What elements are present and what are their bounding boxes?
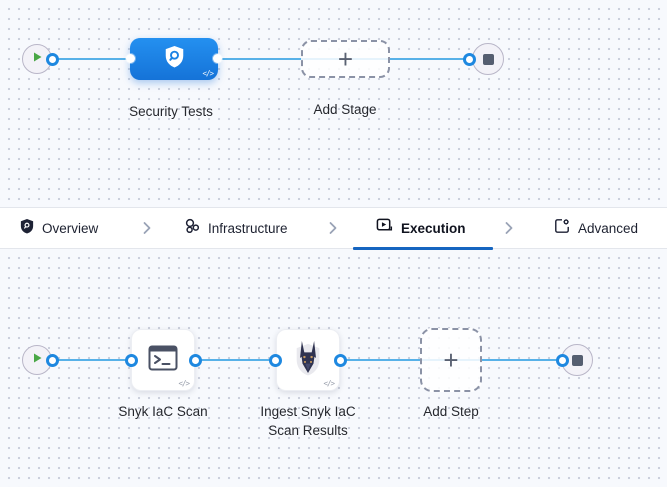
play-icon bbox=[31, 351, 43, 369]
code-icon: </> bbox=[202, 69, 214, 78]
tab-advanced-label: Advanced bbox=[578, 220, 639, 236]
tab-overview-label: Overview bbox=[42, 220, 99, 236]
step-node-snyk-iac-scan[interactable]: </> bbox=[131, 329, 195, 391]
shield-icon bbox=[20, 218, 34, 239]
tab-execution-label: Execution bbox=[401, 220, 466, 236]
infrastructure-icon bbox=[184, 218, 200, 239]
execution-play-icon bbox=[376, 217, 393, 239]
tab-advanced[interactable]: Advanced bbox=[554, 208, 638, 248]
tab-overview[interactable]: Overview bbox=[20, 208, 98, 248]
tab-execution[interactable]: Execution bbox=[376, 208, 466, 248]
tab-infrastructure[interactable]: Infrastructure bbox=[184, 208, 288, 248]
shield-scan-icon bbox=[164, 45, 185, 73]
snyk-dog-icon bbox=[292, 339, 324, 382]
tab-infrastructure-label: Infrastructure bbox=[208, 220, 288, 236]
step2-right-port bbox=[334, 354, 347, 367]
chevron-right-icon bbox=[142, 208, 152, 248]
template-gear-icon bbox=[554, 218, 570, 239]
step1-label: Snyk IaC Scan bbox=[118, 404, 208, 419]
chevron-right-icon bbox=[504, 208, 514, 248]
step-end-node bbox=[561, 344, 593, 376]
stage-config-tabbar: Overview Infrastructure bbox=[0, 207, 667, 250]
plus-icon: + bbox=[443, 345, 459, 375]
stage-start-port bbox=[46, 53, 59, 66]
stage-end-port bbox=[463, 53, 476, 66]
play-icon bbox=[31, 50, 43, 68]
active-tab-underline bbox=[353, 247, 493, 250]
step2-left-port bbox=[269, 354, 282, 367]
stage-canvas: </> Security Tests + Add Stage bbox=[0, 0, 667, 207]
terminal-icon bbox=[148, 345, 178, 376]
stop-icon bbox=[482, 53, 494, 65]
add-step-label: Add Step bbox=[423, 404, 479, 419]
stop-icon bbox=[571, 354, 583, 366]
step-start-port bbox=[46, 354, 59, 367]
execution-canvas: </> Snyk IaC Scan </> bbox=[0, 249, 667, 487]
add-stage-label: Add Stage bbox=[313, 102, 377, 117]
stage-node-security-tests[interactable]: </> bbox=[126, 38, 222, 80]
step-node-ingest-snyk-results[interactable]: </> bbox=[276, 329, 340, 391]
code-icon: </> bbox=[323, 379, 335, 388]
step2-label: Ingest Snyk IaC Scan Results bbox=[260, 404, 356, 438]
plus-icon: + bbox=[337, 44, 354, 74]
stage-node-left-port bbox=[126, 54, 135, 63]
stage-node-label: Security Tests bbox=[129, 104, 213, 119]
add-step-button[interactable]: + bbox=[420, 328, 482, 392]
step1-right-port bbox=[189, 354, 202, 367]
code-icon: </> bbox=[178, 379, 190, 388]
step-end-port bbox=[556, 354, 569, 367]
stage-node-right-port bbox=[213, 54, 222, 63]
stage-connector-line bbox=[50, 58, 470, 60]
chevron-right-icon bbox=[328, 208, 338, 248]
step1-left-port bbox=[125, 354, 138, 367]
stage-end-node bbox=[472, 43, 504, 75]
add-stage-button[interactable]: + bbox=[301, 40, 390, 78]
